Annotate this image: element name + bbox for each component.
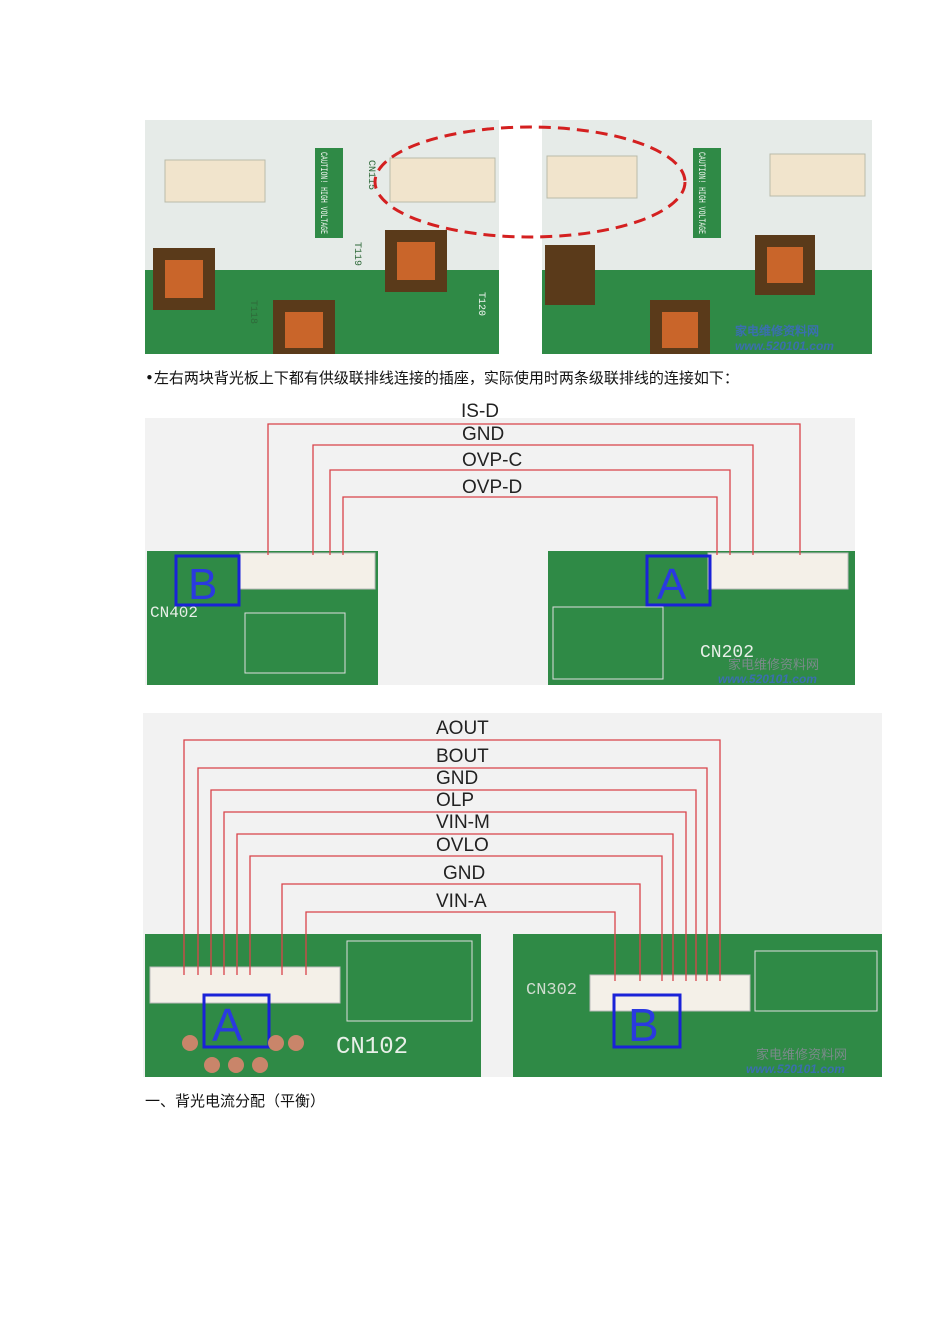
box-label-b: B bbox=[188, 560, 217, 609]
connector-label: CN202 bbox=[700, 643, 754, 663]
signal-label: OLP bbox=[436, 790, 474, 811]
connector bbox=[769, 153, 866, 197]
connector-a bbox=[707, 552, 849, 590]
signal-label: BOUT bbox=[436, 746, 489, 767]
signal-label: GND bbox=[436, 768, 478, 789]
signal-label: GND bbox=[462, 424, 504, 445]
caution-label-right bbox=[693, 148, 721, 238]
connector-a bbox=[149, 966, 341, 1004]
t120-label: T120 bbox=[475, 292, 486, 316]
watermark-url: www.520101.com bbox=[735, 339, 834, 353]
caution-text-right: CAUTION! HIGH VOLTAGE bbox=[695, 152, 706, 234]
box-label-a: A bbox=[212, 999, 243, 1051]
box-a bbox=[645, 554, 712, 607]
watermark-cn: 家电维修资料网 bbox=[728, 657, 819, 672]
caution-text-left: CAUTION! HIGH VOLTAGE bbox=[317, 152, 328, 234]
signal-label: OVP-D bbox=[462, 477, 522, 498]
watermark-url: www.520101.com bbox=[718, 672, 817, 686]
board-a bbox=[145, 934, 481, 1077]
cn115-label: CN115 bbox=[365, 160, 376, 190]
signal-label: VIN-M bbox=[436, 812, 490, 833]
connector-label: CN302 bbox=[526, 981, 577, 1000]
cascade-cable-diagram-1: IS-D GND OVP-C OVP-D B A CN402 CN202 家电维… bbox=[145, 401, 855, 686]
connector-label: CN402 bbox=[150, 604, 198, 622]
intro-text: •左右两块背光板上下都有供级联排线连接的插座，实际使用时两条级联排线的连接如下： bbox=[145, 369, 739, 387]
connector-b bbox=[239, 552, 376, 590]
connector bbox=[389, 157, 496, 203]
cascade-cable-diagram-2: AOUT BOUT GND OLP VIN-M OVLO GND VIN-A A… bbox=[143, 713, 882, 1077]
watermark-cn: 家电维修资料网 bbox=[756, 1047, 847, 1062]
box-a bbox=[202, 993, 271, 1049]
watermark-url: www.520101.com bbox=[746, 1062, 845, 1076]
signal-label: AOUT bbox=[436, 718, 489, 739]
signal-label: GND bbox=[443, 863, 485, 884]
connector-label: CN102 bbox=[336, 1034, 408, 1061]
connector bbox=[546, 155, 638, 199]
signal-label: OVP-C bbox=[462, 450, 522, 471]
signal-label: VIN-A bbox=[436, 891, 487, 912]
signal-label: OVLO bbox=[436, 835, 489, 856]
section-heading: 一、背光电流分配（平衡） bbox=[145, 1092, 326, 1110]
box-label-b: B bbox=[628, 999, 659, 1051]
box-b bbox=[174, 554, 241, 607]
backlight-boards-photo: CAUTION! HIGH VOLTAGE CAUTION! HIGH VOLT… bbox=[145, 120, 872, 354]
connector bbox=[164, 159, 266, 203]
signal-label: IS-D bbox=[461, 401, 499, 422]
highlight-ellipse bbox=[373, 125, 687, 239]
t118-label: T118 bbox=[247, 300, 258, 324]
t119-label: T119 bbox=[351, 242, 362, 266]
box-b bbox=[612, 993, 682, 1049]
caution-label-left bbox=[315, 148, 343, 238]
watermark-cn: 家电维修资料网 bbox=[735, 323, 819, 338]
connector-b bbox=[589, 974, 751, 1012]
box-label-a: A bbox=[657, 560, 687, 609]
